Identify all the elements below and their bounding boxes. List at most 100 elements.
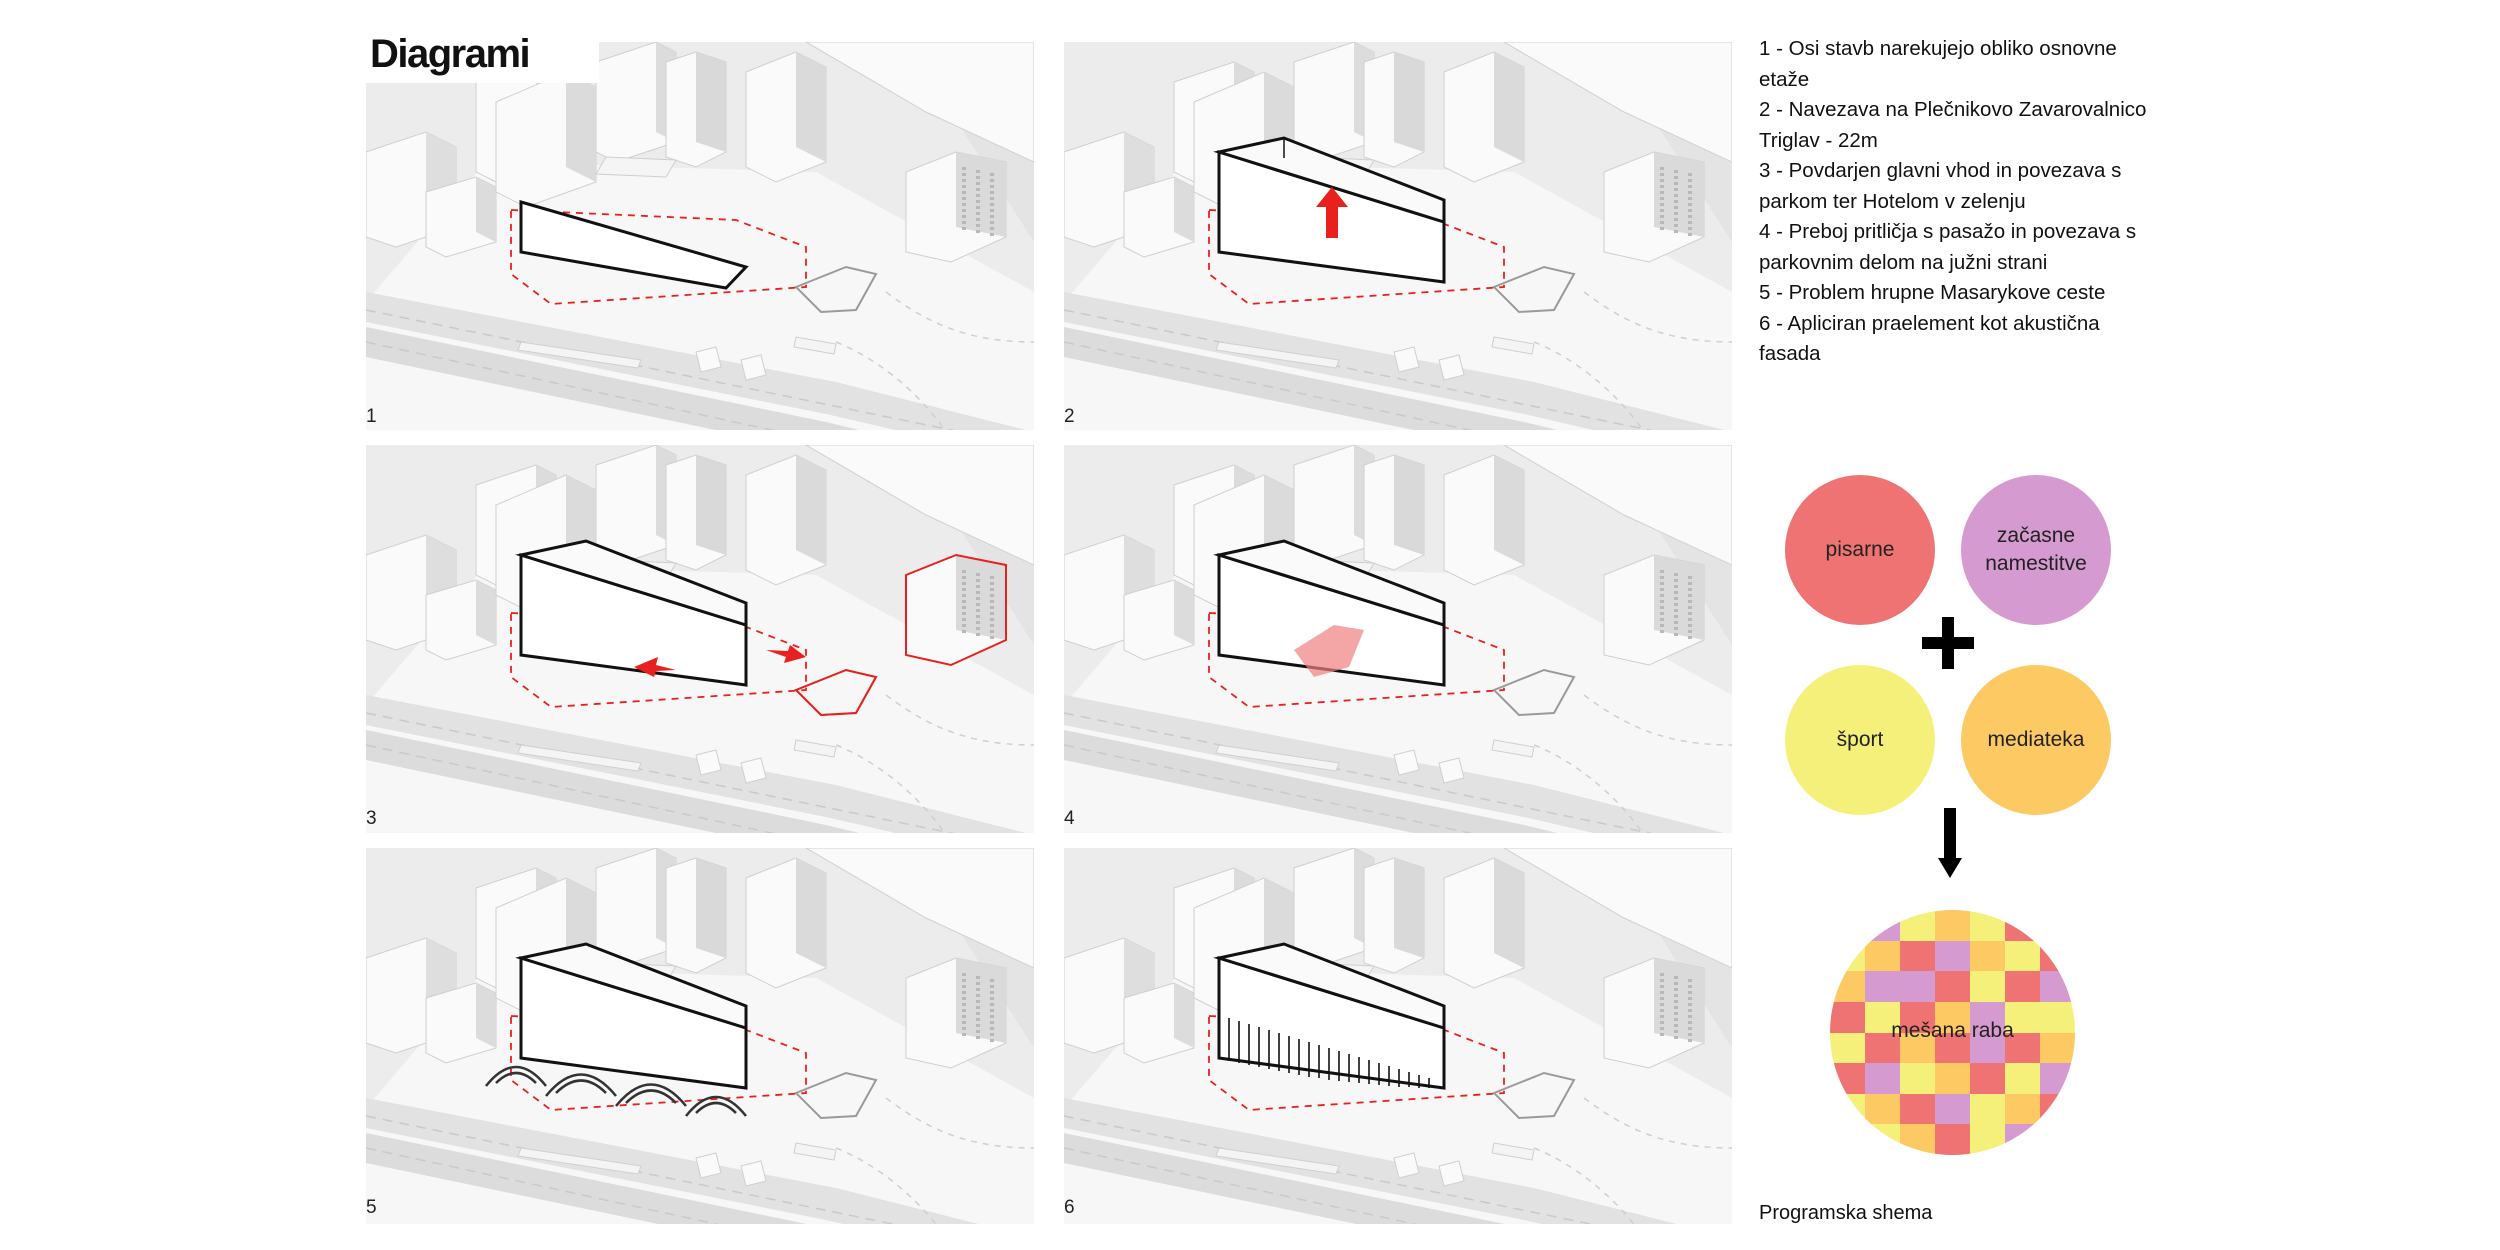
mix-cell	[1935, 1093, 1971, 1125]
mix-cell	[1900, 1063, 1936, 1095]
mix-cell	[1900, 971, 1936, 1003]
panel-label-4: 4	[1064, 808, 1075, 829]
mix-cell	[2040, 1093, 2075, 1125]
diagram-panel-1	[366, 42, 1034, 430]
panel-label-1: 1	[366, 406, 377, 427]
down-arrow-icon	[1938, 808, 1962, 878]
diagram-notes: 1 - Osi stavb narekujejo obliko osnovne …	[1759, 34, 2159, 370]
mix-cell	[2005, 1001, 2041, 1033]
mix-cell	[1935, 940, 1971, 972]
right-arrow-icon	[766, 645, 806, 663]
mix-cell	[1900, 940, 1936, 972]
program-circle-sport: šport	[1785, 665, 1935, 815]
panel-label-5: 5	[366, 1197, 377, 1218]
mix-cell	[2005, 1063, 2041, 1095]
mix-cell	[1900, 1032, 1936, 1064]
mix-cell	[2005, 940, 2041, 972]
mix-cell	[2040, 1063, 2075, 1095]
mix-cell	[1900, 910, 1936, 942]
site-diagram-2	[1064, 42, 1732, 430]
mix-cell	[1865, 1124, 1901, 1155]
mix-cell	[2040, 940, 2075, 972]
mix-cell	[1935, 1001, 1971, 1033]
mix-cell	[1900, 1093, 1936, 1125]
mix-cell	[1830, 1063, 1866, 1095]
mix-cell	[1935, 971, 1971, 1003]
mix-cell	[1970, 1063, 2006, 1095]
diagram-panel-6	[1064, 848, 1732, 1224]
mix-cell	[1935, 910, 1971, 942]
mixed-use-label: mešana raba	[1891, 1019, 2014, 1042]
note-1: 1 - Osi stavb narekujejo obliko osnovne …	[1759, 37, 2117, 91]
mix-cell	[1865, 1001, 1901, 1033]
mix-cell	[2040, 1032, 2075, 1064]
up-arrow-icon	[1316, 187, 1348, 238]
mix-cell	[1865, 910, 1901, 942]
mix-cell	[1830, 910, 1866, 942]
mix-cell	[1865, 1032, 1901, 1064]
mix-cell	[1830, 1093, 1866, 1125]
mix-cell	[1970, 1032, 2006, 1064]
mix-cell	[2040, 1124, 2075, 1155]
program-label-offices: pisarne	[1825, 538, 1895, 561]
mix-cell	[1830, 1124, 1866, 1155]
panel-label-3: 3	[366, 808, 377, 829]
noise-waves-icon	[485, 1065, 747, 1117]
mix-cell	[2005, 1124, 2041, 1155]
diagram-panel-2	[1064, 42, 1732, 430]
site-diagram-3	[366, 445, 1034, 833]
mix-cell	[2040, 910, 2075, 942]
diagram-panel-3	[366, 445, 1034, 833]
site-diagram-5	[366, 848, 1034, 1224]
plus-icon	[1922, 617, 1974, 669]
mix-cell	[1830, 971, 1866, 1003]
mix-cell	[1865, 971, 1901, 1003]
mix-cell	[2005, 971, 2041, 1003]
mix-cell	[1935, 1124, 1971, 1155]
mix-cell	[1830, 940, 1866, 972]
note-4: 4 - Preboj pritličja s pasažo in povezav…	[1759, 220, 2137, 274]
diagram-panel-5	[366, 848, 1034, 1224]
mix-cell	[1970, 940, 2006, 972]
note-2: 2 - Navezava na Plečnikovo Zavarovalnico…	[1759, 98, 2147, 152]
mix-cell	[1865, 1093, 1901, 1125]
diagram-panel-4	[1064, 445, 1732, 833]
page-title: Diagrami	[366, 30, 600, 83]
mix-cell	[1830, 1001, 1866, 1033]
program-circle-media-library: mediateka	[1961, 665, 2111, 815]
program-caption: Programska shema	[1759, 1202, 1933, 1224]
note-5: 5 - Problem hrupne Masarykove ceste	[1759, 281, 2106, 304]
program-label-media-library: mediateka	[1987, 728, 2085, 751]
mixed-use-circle	[1830, 910, 2075, 1155]
mix-cell	[1970, 971, 2006, 1003]
mix-cell	[2005, 910, 2041, 942]
mix-cell	[1865, 940, 1901, 972]
mix-cell	[1935, 1063, 1971, 1095]
panel-label-2: 2	[1064, 406, 1075, 427]
acoustic-facade	[1228, 1018, 1430, 1088]
mix-cell	[1970, 910, 2006, 942]
mix-cell	[2040, 1001, 2075, 1033]
mix-cell	[1970, 1124, 2006, 1155]
program-circle-offices: pisarne	[1785, 475, 1935, 625]
site-diagram-4	[1064, 445, 1732, 833]
left-arrow-icon	[634, 657, 676, 677]
site-diagram-1	[366, 42, 1034, 430]
mix-cell	[2005, 1032, 2041, 1064]
mix-cell	[1970, 1093, 2006, 1125]
program-label-sport: šport	[1836, 728, 1884, 751]
mix-cell	[1900, 1001, 1936, 1033]
mix-cell	[2005, 1093, 2041, 1125]
mix-cell	[1830, 1032, 1866, 1064]
mix-cell	[1935, 1032, 1971, 1064]
program-label-temporary-accommodation: začasne namestitve	[1985, 524, 2087, 575]
panel-label-6: 6	[1064, 1197, 1075, 1218]
program-circle-temporary-accommodation: začasne namestitve	[1961, 475, 2111, 625]
mix-cell	[1900, 1124, 1936, 1155]
note-3: 3 - Povdarjen glavni vhod in povezava s …	[1759, 159, 2122, 213]
mix-cell	[1970, 1001, 2006, 1033]
mix-cell	[1865, 1063, 1901, 1095]
mix-cell	[2040, 971, 2075, 1003]
note-6: 6 - Apliciran praelement kot akustična f…	[1759, 311, 2100, 366]
site-diagram-6	[1064, 848, 1732, 1224]
